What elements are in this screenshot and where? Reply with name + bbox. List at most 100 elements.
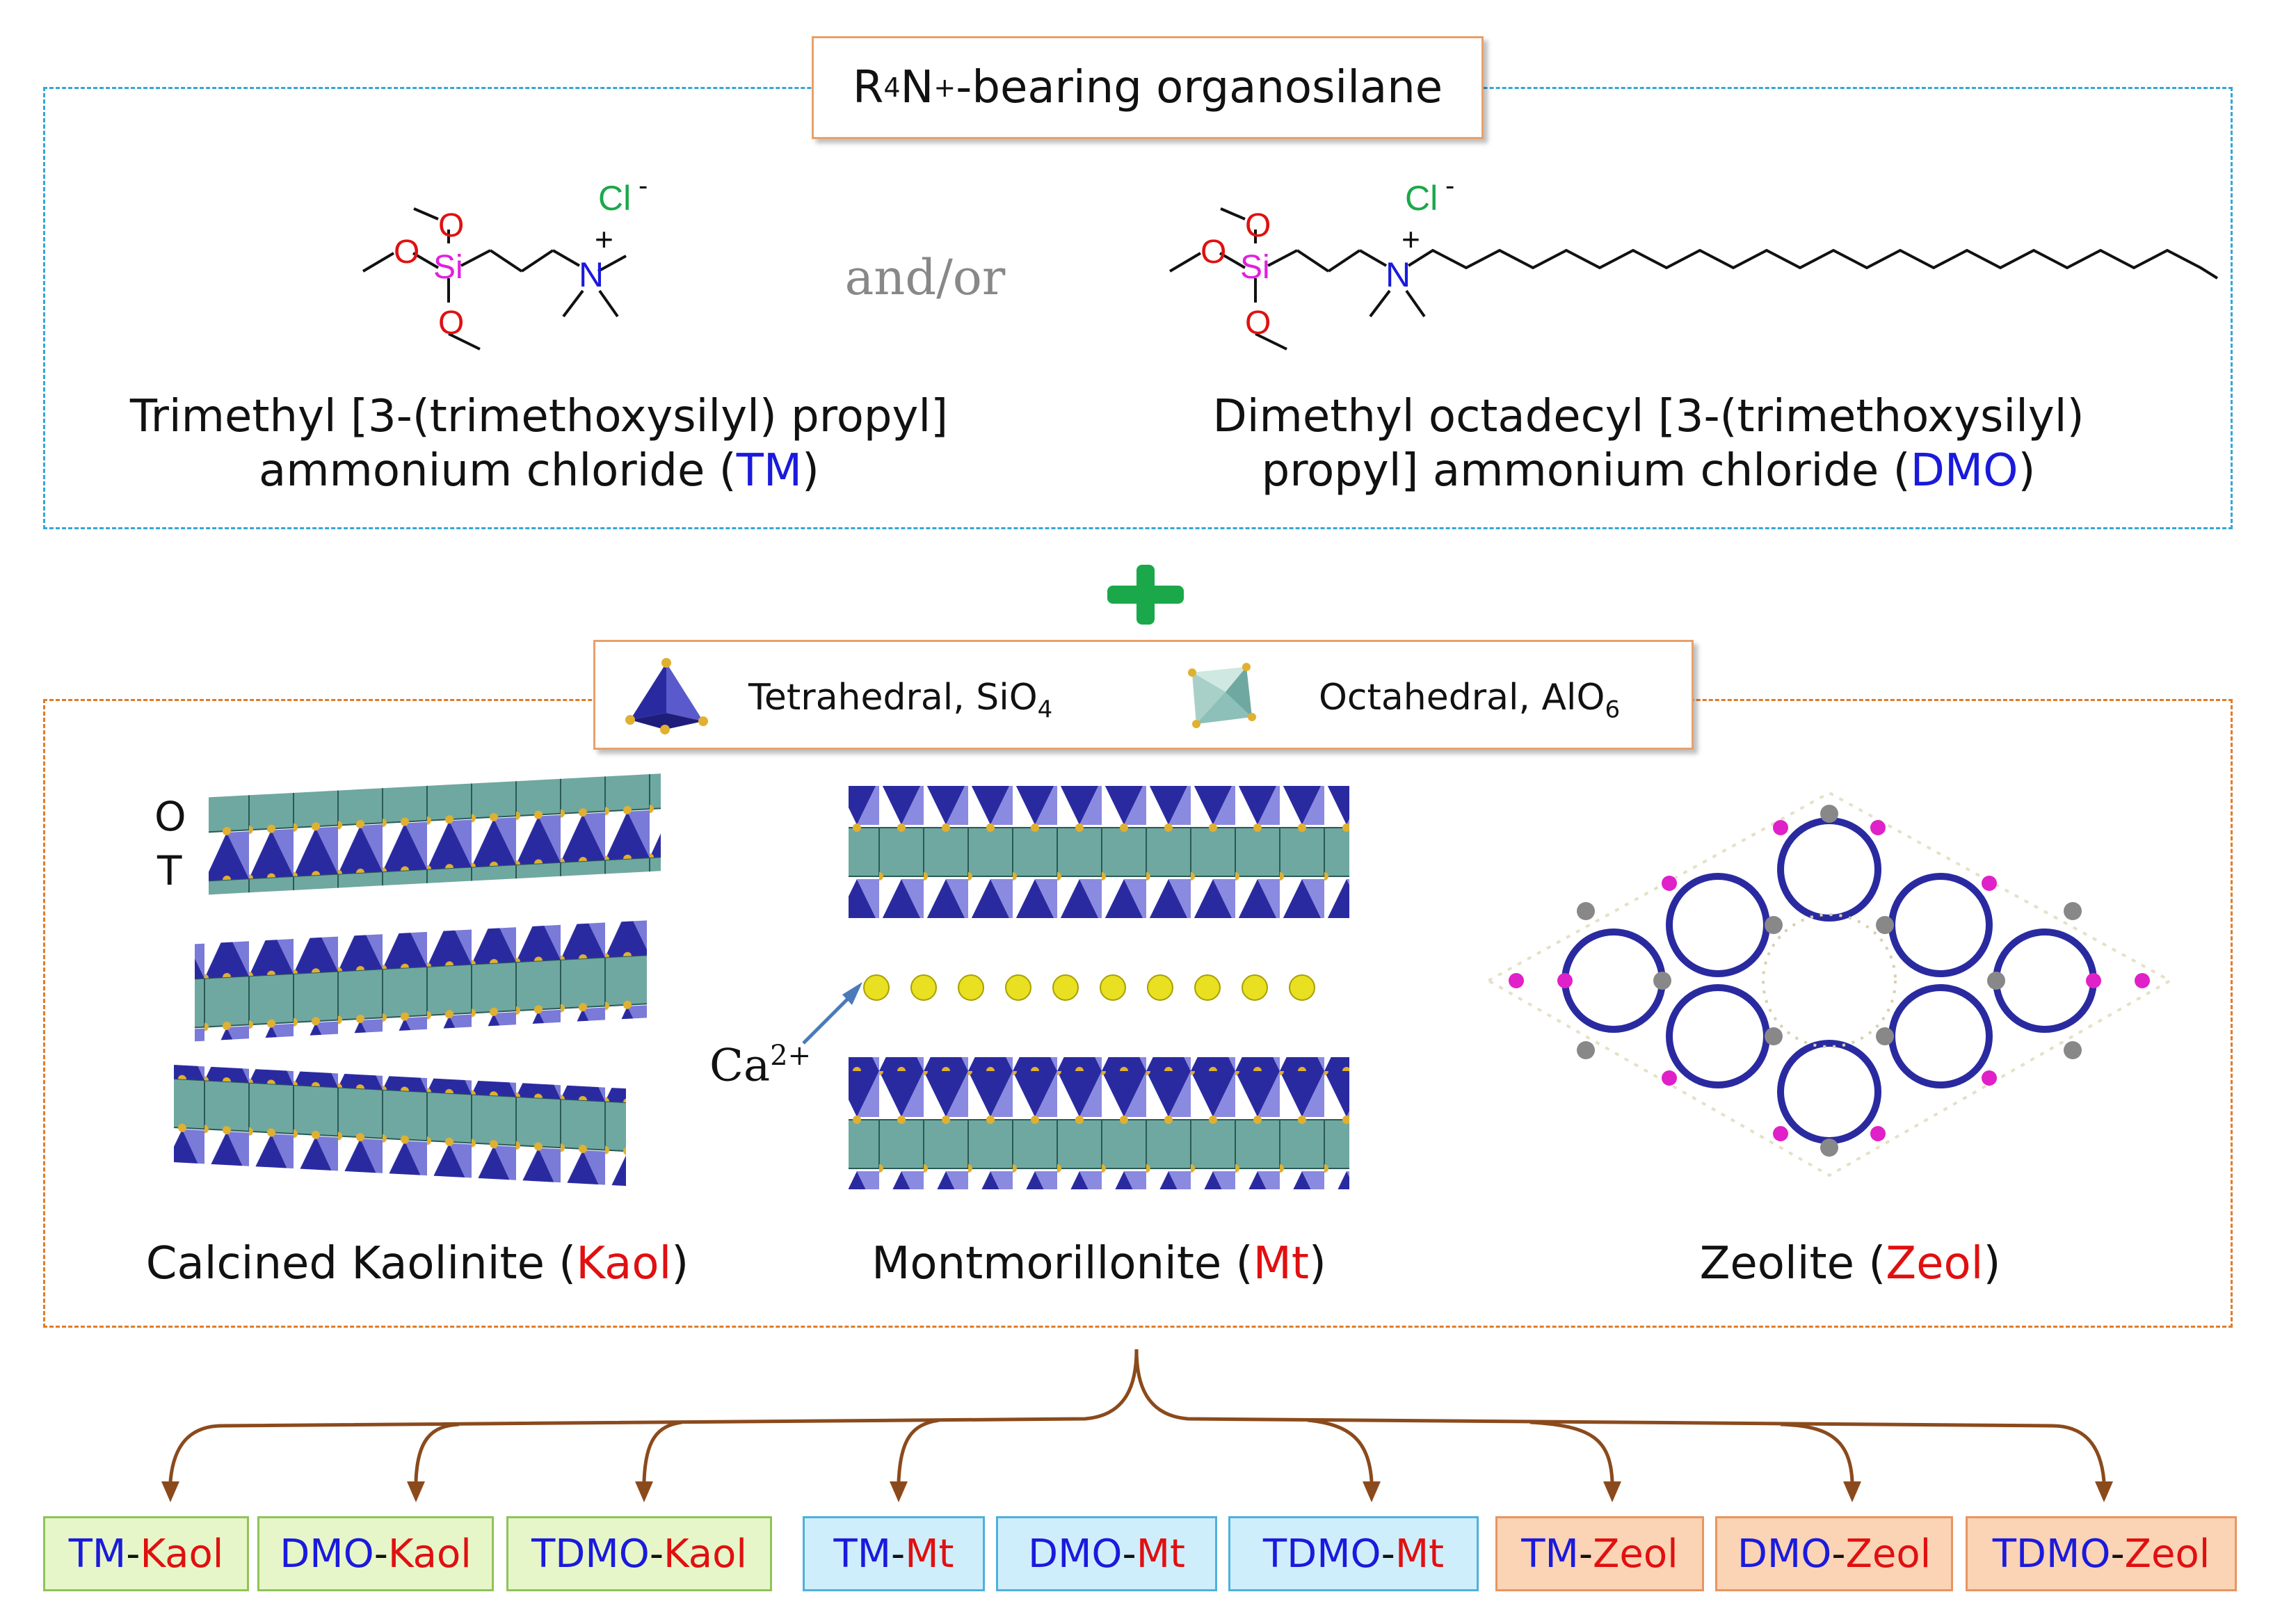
product-tdmo-kaol: TDMO-Kaol: [506, 1516, 772, 1591]
product-clay: Kaol: [664, 1531, 747, 1577]
zeolite-caption-post: ): [1983, 1238, 2001, 1289]
tm-structure: O O Si O N + Cl -: [362, 170, 648, 351]
dmo-caption-line1: Dimethyl octadecyl [3-(trimethoxysilyl): [1212, 391, 2085, 442]
montmorillonite-caption-post: ): [1308, 1238, 1326, 1289]
tm-caption-post: ): [802, 445, 820, 497]
product-tdmo-mt: TDMO-Mt: [1228, 1516, 1479, 1591]
product-modifier: TDMO: [1262, 1531, 1381, 1577]
montmorillonite-structure: [849, 786, 1349, 1189]
octahedral-label: Octahedral, AlO6: [1319, 677, 1620, 723]
product-separator: -: [891, 1531, 906, 1577]
kaolinite-caption-post: ): [671, 1238, 689, 1289]
tm-abbr: TM: [736, 445, 803, 497]
product-separator: -: [1578, 1531, 1593, 1577]
product-separator: -: [374, 1531, 388, 1577]
product-clay: Zeol: [1593, 1531, 1678, 1577]
tm-o-bottom: O: [438, 305, 464, 341]
product-tdmo-zeol: TDMO-Zeol: [1966, 1516, 2237, 1591]
zeolite-caption-pre: Zeolite (: [1699, 1238, 1886, 1289]
kaolinite-caption: Calcined Kaolinite (Kaol): [111, 1237, 723, 1291]
product-tm-zeol: TM-Zeol: [1495, 1516, 1704, 1591]
dmo-si: Si: [1240, 249, 1270, 286]
dmo-caption-pre: propyl] ammonium chloride (: [1261, 445, 1911, 497]
tm-caption-line2: ammonium chloride (TM): [77, 444, 1002, 498]
kaolinite-caption-pre: Calcined Kaolinite (: [145, 1238, 577, 1289]
product-separator: -: [1122, 1531, 1136, 1577]
kaolinite-o-label: O: [154, 793, 186, 840]
montmorillonite-abbr: Mt: [1253, 1238, 1309, 1289]
product-tm-kaol: TM-Kaol: [43, 1516, 249, 1591]
product-separator: -: [1831, 1531, 1846, 1577]
product-separator: -: [2110, 1531, 2125, 1577]
kaolinite-abbr: Kaol: [576, 1238, 672, 1289]
tm-cl: Cl: [598, 179, 631, 218]
product-separator: -: [1381, 1531, 1395, 1577]
tm-caption-pre: ammonium chloride (: [258, 445, 737, 497]
dmo-cl: Cl: [1405, 179, 1438, 218]
tm-caption-line1: Trimethyl [3-(trimethoxysilyl) propyl]: [129, 391, 949, 442]
product-dmo-mt: DMO-Mt: [996, 1516, 1217, 1591]
dmo-caption: Dimethyl octadecyl [3-(trimethoxysilyl) …: [1182, 389, 2114, 498]
product-clay: Mt: [905, 1531, 954, 1577]
plus-icon: [1107, 565, 1184, 625]
octahedral-text: Octahedral, AlO: [1319, 677, 1605, 718]
dmo-o-left: O: [1200, 234, 1226, 271]
title-n-superscript: +: [933, 72, 956, 103]
tm-o-top: O: [438, 207, 464, 244]
title-r-subscript: 4: [883, 72, 901, 103]
title-rest: -bearing organosilane: [956, 62, 1443, 113]
structure-legend-box: Tetrahedral, SiO4 Octahedral, AlO6: [593, 640, 1694, 750]
product-modifier: DMO: [1027, 1531, 1123, 1577]
product-dmo-kaol: DMO-Kaol: [257, 1516, 494, 1591]
kaolinite-structure: [174, 773, 661, 1187]
product-clay: Kaol: [140, 1531, 224, 1577]
calcium-ion-arrow: [802, 982, 862, 1045]
and-or-connector: and/or: [844, 249, 1006, 306]
tm-n-charge: +: [595, 221, 613, 257]
tetrahedral-subscript: 4: [1037, 696, 1053, 724]
calcium-ion-label: Ca2+: [709, 1040, 811, 1091]
product-separator: -: [649, 1531, 664, 1577]
product-modifier: TM: [833, 1531, 892, 1577]
tm-cl-charge: -: [638, 170, 648, 201]
dmo-o-bottom: O: [1245, 305, 1271, 341]
tetrahedron-icon: [625, 658, 708, 734]
product-clay: Mt: [1136, 1531, 1185, 1577]
product-clay: Zeol: [2124, 1531, 2210, 1577]
product-modifier: DMO: [1737, 1531, 1832, 1577]
zeolite-abbr: Zeol: [1886, 1238, 1984, 1289]
calcium-symbol: Ca: [709, 1040, 771, 1092]
dmo-structure: O O Si O N + Cl -: [1168, 170, 2219, 351]
octahedron-icon: [1188, 663, 1256, 728]
tm-o-left: O: [394, 234, 419, 271]
product-separator: -: [126, 1531, 140, 1577]
dmo-n-charge: +: [1401, 221, 1420, 257]
dmo-caption-post: ): [2018, 445, 2036, 497]
dmo-abbr: DMO: [1910, 445, 2018, 497]
tetrahedral-label: Tetrahedral, SiO4: [748, 677, 1052, 723]
zeolite-caption: Zeolite (Zeol): [1600, 1237, 2101, 1291]
product-modifier: TM: [68, 1531, 127, 1577]
tm-caption: Trimethyl [3-(trimethoxysilyl) propyl] a…: [77, 389, 1002, 498]
title-n: N: [900, 62, 934, 113]
product-modifier: TDMO: [1992, 1531, 2111, 1577]
kaolinite-t-label: T: [157, 847, 182, 894]
calcium-charge: 2+: [770, 1040, 812, 1072]
product-modifier: DMO: [280, 1531, 374, 1577]
tetrahedral-text: Tetrahedral, SiO: [748, 677, 1038, 718]
product-dmo-zeol: DMO-Zeol: [1715, 1516, 1953, 1591]
dmo-cl-charge: -: [1445, 170, 1454, 201]
tm-n: N: [579, 255, 604, 294]
product-tm-mt: TM-Mt: [803, 1516, 985, 1591]
dmo-n: N: [1386, 255, 1411, 294]
montmorillonite-caption: Montmorillonite (Mt): [807, 1237, 1391, 1291]
product-modifier: TDMO: [531, 1531, 650, 1577]
product-clay: Kaol: [387, 1531, 472, 1577]
product-modifier: TM: [1521, 1531, 1579, 1577]
octahedral-subscript: 6: [1605, 696, 1621, 724]
montmorillonite-caption-pre: Montmorillonite (: [872, 1238, 1253, 1289]
zeolite-structure: [1485, 791, 2174, 1177]
product-clay: Zeol: [1845, 1531, 1931, 1577]
distribution-arrows: [161, 1349, 2113, 1502]
